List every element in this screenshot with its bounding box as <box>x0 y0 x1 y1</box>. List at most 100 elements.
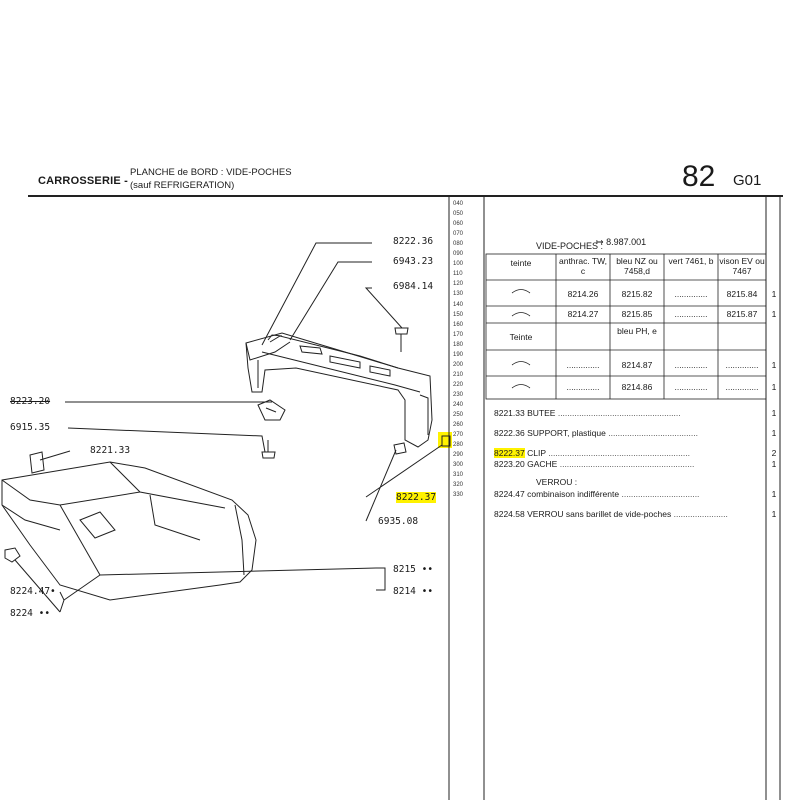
callout-6984-14: 6984.14 <box>393 281 434 292</box>
table-cell: .............. <box>674 360 708 370</box>
callout-8223-20: 8223.20 <box>10 396 51 407</box>
line-number: 260 <box>453 422 464 429</box>
col-header-anthrac: anthrac. TW, c <box>558 256 608 276</box>
line-number: 080 <box>453 241 464 248</box>
list-item: 8223.20 GACHE ..........................… <box>494 459 695 469</box>
line-number: 060 <box>453 221 464 228</box>
line-number: 050 <box>453 211 464 218</box>
qty: 2 <box>771 448 777 458</box>
section-title: VIDE-POCHES : <box>536 241 604 251</box>
list-item: 8222.37 CLIP ...........................… <box>494 448 690 458</box>
line-number: 310 <box>453 472 464 479</box>
line-number: 210 <box>453 371 464 378</box>
part-label: SUPPORT, plastique <box>527 428 606 438</box>
table-cell: 8215.87 <box>726 309 758 319</box>
part-ref: 8223.20 <box>494 459 525 469</box>
table-cell: .............. <box>566 382 600 392</box>
table-cell: .............. <box>674 382 708 392</box>
line-number: 230 <box>453 391 464 398</box>
part-ref: 8222.37 <box>494 448 525 458</box>
line-number: 290 <box>453 452 464 459</box>
part-label: GACHE <box>527 459 558 469</box>
qty: 1 <box>771 289 777 299</box>
part-label: combinaison indifférente <box>527 489 620 499</box>
table-cell: .............. <box>725 360 759 370</box>
line-number: 300 <box>453 462 464 469</box>
callout-8222-37: 8222.37 <box>396 492 437 503</box>
col-header-teinte: teinte <box>510 258 532 268</box>
table-cell: .............. <box>566 360 600 370</box>
line-number: 170 <box>453 331 464 338</box>
table-cell: 8214.87 <box>621 360 653 370</box>
col-header-vert: vert 7461, b <box>668 256 714 266</box>
table-cell: 8215.82 <box>621 289 653 299</box>
arrow-icon: ↦ <box>596 237 604 247</box>
part-label: BUTEE <box>527 408 556 418</box>
reference-number: 8.987.001 <box>606 237 647 247</box>
group-number: 82 <box>682 160 716 193</box>
part-ref: 8224.58 <box>494 509 525 519</box>
col-header-bleu-nz: bleu NZ ou 7458,d <box>616 256 658 276</box>
callout-8214: 8214 •• <box>393 586 434 597</box>
list-item: 8224.47 combinaison indifférente .......… <box>494 489 700 499</box>
callout-6943-23: 6943.23 <box>393 256 434 267</box>
group-code: G01 <box>733 172 762 189</box>
callout-8222-36: 8222.36 <box>393 236 434 247</box>
line-number: 190 <box>453 351 464 358</box>
line-number: 280 <box>453 442 464 449</box>
line-number: 180 <box>453 341 464 348</box>
qty: 1 <box>771 428 777 438</box>
line-number: 320 <box>453 482 464 489</box>
table-cell: 8215.84 <box>726 289 758 299</box>
line-number: 240 <box>453 402 464 408</box>
table-cell: .............. <box>725 382 759 392</box>
table-cell: .............. <box>674 309 708 319</box>
list-item: 8224.58 VERROU sans barillet de vide-poc… <box>494 509 728 519</box>
list-item: 8222.36 SUPPORT, plastique .............… <box>494 428 698 438</box>
qty: 1 <box>771 382 777 392</box>
qty: 1 <box>771 309 777 319</box>
line-number: 200 <box>453 361 464 368</box>
qty: 1 <box>771 509 777 519</box>
line-number: 270 <box>453 432 464 439</box>
col-header2-teinte: Teinte <box>509 332 533 342</box>
line-number: 110 <box>453 271 463 278</box>
table-cell: .............. <box>674 289 708 299</box>
callout-8221-33: 8221.33 <box>90 445 131 456</box>
part-ref: 8222.36 <box>494 428 525 438</box>
line-number: 220 <box>453 381 464 388</box>
line-number: 100 <box>453 261 464 268</box>
callout-6935-08: 6935.08 <box>378 516 419 527</box>
line-number: 160 <box>453 321 464 328</box>
line-number: 150 <box>453 311 464 318</box>
part-label: VERROU sans barillet de vide-poches <box>527 509 672 519</box>
line-number: 140 <box>453 301 464 308</box>
header-rule <box>28 195 783 197</box>
line-number: 130 <box>453 291 464 298</box>
table-cell: 8214.27 <box>567 309 599 319</box>
header-category: CARROSSERIE - <box>38 175 128 187</box>
part-ref: 8221.33 <box>494 408 525 418</box>
list-item: 8221.33 BUTEE ..........................… <box>494 408 681 418</box>
table-cell: 8215.85 <box>621 309 653 319</box>
callout-6915-35: 6915.35 <box>10 422 51 433</box>
qty: 1 <box>771 408 777 418</box>
qty: 1 <box>771 489 777 499</box>
col-header-vison: vison EV ou 7467 <box>719 256 765 276</box>
header-subtitle-line2: (sauf REFRIGERATION) <box>130 180 235 191</box>
table-cell: 8214.86 <box>621 382 653 392</box>
line-number: 120 <box>453 281 464 288</box>
header-subtitle-line1: PLANCHE de BORD : VIDE-POCHES <box>130 167 292 178</box>
reference-arrow: ↦ 8.987.001 <box>596 237 646 248</box>
callout-8224-47: 8224.47• <box>10 586 56 597</box>
line-number: 330 <box>453 492 464 499</box>
qty: 1 <box>771 360 777 370</box>
col-header2-bleu-ph: bleu PH, e <box>617 326 657 336</box>
list-heading: VERROU : <box>536 477 578 487</box>
line-number: 250 <box>453 412 464 419</box>
line-number: 040 <box>453 201 464 207</box>
part-label: CLIP <box>527 448 546 458</box>
callout-8224: 8224 •• <box>10 608 51 619</box>
